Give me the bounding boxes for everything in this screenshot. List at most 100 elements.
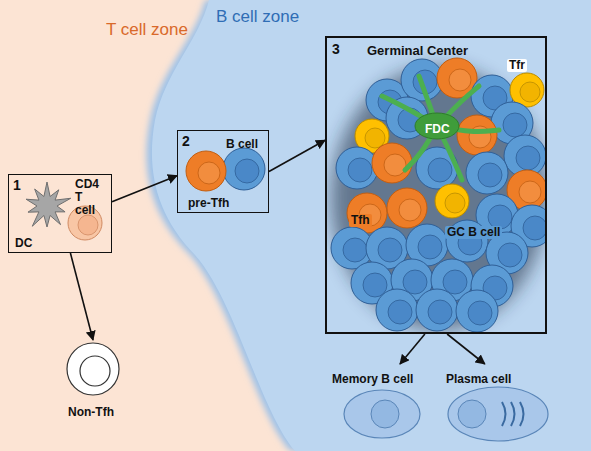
- text-holder: Plasma cell: [446, 369, 511, 387]
- cell-label: pre-Tfh: [188, 197, 229, 210]
- er-stroke: [520, 402, 524, 426]
- dendritic-cell: [26, 182, 71, 227]
- text-holder: 3: [332, 40, 340, 58]
- cell-label: Memory B cell: [332, 373, 413, 386]
- cell-nucleus: [399, 199, 421, 221]
- er-stroke: [502, 402, 506, 426]
- arrow-connector: [112, 176, 177, 202]
- cell-nucleus: [503, 113, 527, 137]
- cell-nucleus: [445, 193, 465, 213]
- cell-label: Non-Tfh: [68, 406, 114, 419]
- cell-label: Tfh: [349, 214, 372, 227]
- box-title: Germinal Center: [367, 44, 468, 58]
- text-holder: Non-Tfh: [68, 402, 114, 420]
- cell-nucleus: [519, 181, 541, 203]
- fdc-body: [415, 113, 459, 139]
- cell-body: [67, 343, 119, 395]
- cell-label: GC B cell: [445, 226, 502, 239]
- cell-nucleus: [378, 238, 402, 262]
- text-holder: DC: [15, 233, 32, 251]
- germinal-center-shadow: [331, 66, 545, 330]
- cell-nucleus: [449, 69, 471, 91]
- zone-label: T cell zone: [106, 20, 188, 39]
- cell-nucleus: [348, 158, 372, 182]
- cell-body: [456, 290, 498, 332]
- illustration-group: [344, 390, 420, 438]
- cell-label: CD4 T cell: [75, 178, 105, 217]
- cell-body: [466, 152, 508, 194]
- cell-nucleus: [458, 400, 486, 428]
- cell-label: B cell: [226, 138, 258, 151]
- callout-number: 2: [182, 134, 190, 149]
- b-zone-glow: [146, 0, 591, 451]
- cell-body: [448, 387, 548, 441]
- cell-illustration: [327, 38, 545, 332]
- cell-body: [344, 390, 420, 438]
- cell-body: [387, 188, 427, 228]
- text-holder: 2: [182, 132, 190, 150]
- cell-label: FDC: [423, 123, 452, 136]
- cell-nucleus: [371, 400, 399, 428]
- cell-body: [186, 151, 226, 191]
- cell-nucleus: [418, 235, 442, 259]
- cell-nucleus: [403, 270, 427, 294]
- er-stroke: [511, 402, 515, 426]
- cell-node: Non-Tfh: [55, 340, 131, 422]
- zone-label: B cell zone: [216, 7, 299, 26]
- cell-body: [416, 289, 458, 331]
- text-holder: 1: [13, 176, 21, 194]
- cell-body: [457, 115, 497, 155]
- text-holder: B cell: [226, 134, 258, 152]
- illustration-group: [448, 387, 548, 441]
- text-holder: Tfh: [349, 210, 372, 228]
- b-zone-area: [152, 0, 591, 451]
- cell-node: Memory B cell: [330, 364, 430, 444]
- illustration-group: [331, 58, 545, 332]
- cell-nucleus: [388, 300, 412, 324]
- cell-body: [435, 184, 469, 218]
- callout-number: 3: [332, 42, 340, 57]
- cell-body: [376, 289, 418, 331]
- text-holder: T cell zone: [106, 20, 188, 39]
- illustration-group: [186, 148, 265, 191]
- cell-nucleus: [235, 159, 259, 183]
- cell-nucleus: [523, 216, 545, 240]
- arrow-connector: [400, 334, 425, 364]
- cell-nucleus: [468, 301, 492, 325]
- text-holder: CD4 T cell: [75, 178, 105, 218]
- text-holder: FDC: [423, 119, 452, 137]
- cell-nucleus: [428, 158, 452, 182]
- cell-label: Plasma cell: [446, 373, 511, 386]
- illustration-group: [67, 343, 119, 395]
- cell-body: [372, 143, 412, 183]
- cell-nucleus: [443, 270, 467, 294]
- cell-nucleus: [80, 356, 110, 386]
- cell-nucleus: [365, 128, 385, 148]
- text-holder: Memory B cell: [332, 369, 413, 387]
- text-holder: Germinal Center: [367, 41, 468, 59]
- callout-number: 1: [13, 178, 21, 193]
- text-holder: Tfr: [507, 55, 527, 73]
- cell-nucleus: [478, 163, 502, 187]
- stage-box: 2 B cell pre-Tfh: [177, 130, 269, 213]
- stage-box: 1 CD4 T cellDC: [8, 174, 112, 253]
- cell-label: Tfr: [507, 59, 527, 72]
- cell-nucleus: [384, 154, 406, 176]
- arrow-connector: [70, 253, 93, 340]
- cell-nucleus: [520, 82, 540, 102]
- cell-nucleus: [498, 243, 522, 267]
- cell-nucleus: [428, 300, 452, 324]
- cell-node: Plasma cell: [440, 364, 552, 446]
- cell-nucleus: [516, 146, 540, 170]
- arrow-connector: [447, 334, 485, 364]
- text-holder: pre-Tfh: [188, 193, 229, 211]
- cell-nucleus: [343, 238, 367, 262]
- germinal-center-box: 3 Germinal CenterFDC TfrTfh GC B cell: [325, 36, 547, 334]
- text-holder: GC B cell: [445, 222, 502, 240]
- arrow-connector: [269, 140, 325, 171]
- cell-nucleus: [78, 215, 98, 235]
- cell-nucleus: [198, 162, 220, 184]
- cell-label: DC: [15, 237, 32, 250]
